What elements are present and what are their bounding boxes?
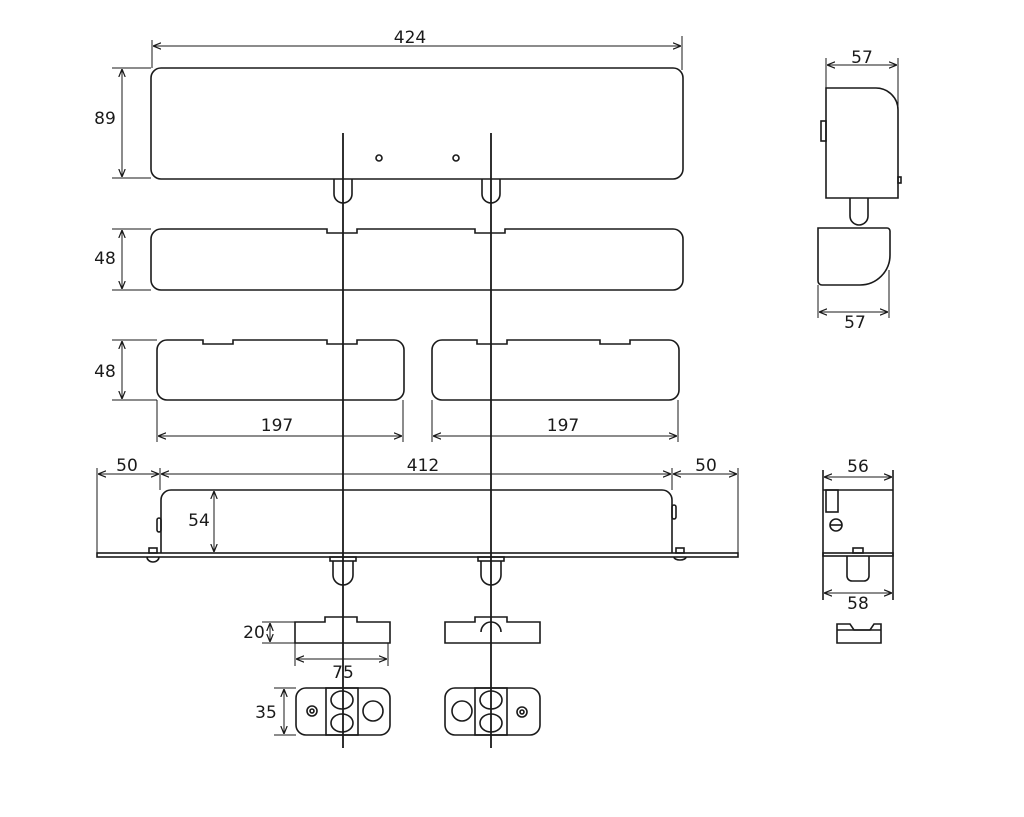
dimension-top-width: 424 bbox=[151, 28, 683, 70]
dimension-cover-height: 48 bbox=[94, 228, 151, 291]
dimension-split-left-width: 197 bbox=[156, 400, 404, 442]
dim-label: 75 bbox=[332, 663, 354, 683]
mounting-plate-left bbox=[295, 687, 391, 736]
dim-label: 56 bbox=[847, 457, 869, 477]
mounting-plate-right bbox=[444, 687, 541, 736]
dimension-split-cover-height: 48 bbox=[94, 339, 157, 401]
dim-label: 424 bbox=[394, 28, 426, 48]
side-view-top-housing bbox=[817, 87, 902, 286]
dim-label: 48 bbox=[94, 249, 116, 269]
dimension-side-plate-width: 58 bbox=[824, 593, 892, 614]
dimension-split-right-width: 197 bbox=[431, 400, 679, 442]
dimension-side-top-width: 57 bbox=[825, 48, 899, 110]
split-cover-left bbox=[156, 339, 405, 401]
bracket-right bbox=[444, 616, 541, 644]
side-view-base bbox=[822, 470, 894, 644]
dim-label: 20 bbox=[243, 623, 265, 643]
dim-label: 197 bbox=[261, 416, 293, 436]
dimension-base-height: 54 bbox=[188, 491, 214, 552]
dim-label: 197 bbox=[547, 416, 579, 436]
dim-label: 412 bbox=[407, 456, 439, 476]
dim-label: 50 bbox=[116, 456, 138, 476]
cover-front-view bbox=[150, 228, 684, 291]
dimension-base-offsets: 50 412 50 bbox=[96, 456, 739, 553]
dimension-bracket-width: 75 bbox=[294, 643, 389, 683]
dim-label: 58 bbox=[847, 594, 869, 614]
bracket-left bbox=[294, 616, 391, 644]
dim-label: 48 bbox=[94, 362, 116, 382]
dimension-top-height: 89 bbox=[94, 67, 151, 179]
dimension-side-base-width: 56 bbox=[824, 457, 892, 477]
dimension-bracket-height: 20 bbox=[243, 621, 295, 644]
dim-label: 57 bbox=[844, 313, 866, 333]
dim-label: 89 bbox=[94, 109, 116, 129]
dimension-side-lower-width: 57 bbox=[817, 270, 890, 333]
dim-label: 50 bbox=[695, 456, 717, 476]
dim-label: 57 bbox=[851, 48, 873, 68]
dim-label: 35 bbox=[255, 703, 277, 723]
dimension-plate-height: 35 bbox=[255, 687, 296, 736]
split-cover-right bbox=[431, 339, 680, 401]
base-front-view bbox=[96, 489, 739, 586]
top-housing-front-view bbox=[150, 67, 684, 204]
dim-label: 54 bbox=[188, 511, 210, 531]
